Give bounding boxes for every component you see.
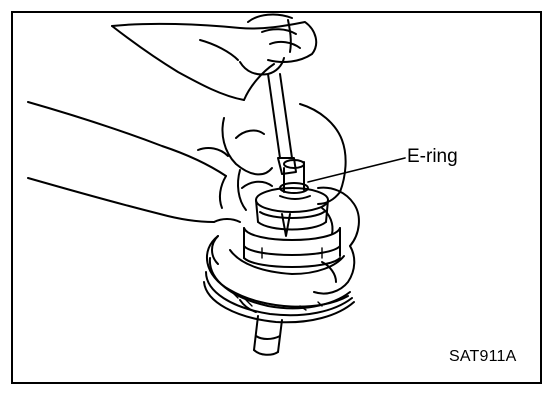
figure-frame [11, 11, 542, 384]
figure-code: SAT911A [449, 348, 517, 365]
upper-hand [111, 13, 318, 101]
lower-hand [27, 101, 273, 223]
e-ring-callout-label: E-ring [407, 146, 458, 167]
output-shaft [253, 315, 283, 356]
drum-body [243, 227, 341, 268]
upper-collar [255, 187, 329, 237]
right-fingers [299, 103, 360, 295]
flange [203, 235, 355, 324]
screwdriver [267, 73, 297, 175]
shading [231, 247, 323, 311]
callout-leader-line [307, 157, 406, 183]
